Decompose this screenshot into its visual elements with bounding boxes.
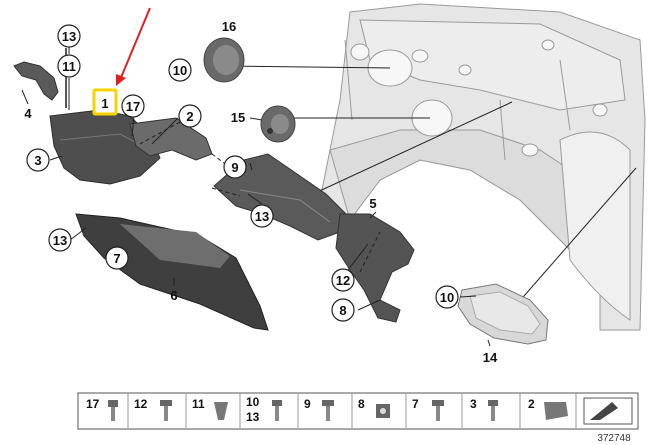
hardware-legend xyxy=(77,392,639,430)
red-arrowhead xyxy=(116,74,126,86)
leader-lines xyxy=(226,65,637,313)
svg-text:1: 1 xyxy=(101,96,108,111)
part-16-grommet xyxy=(203,37,245,83)
svg-text:8: 8 xyxy=(358,397,365,411)
legend-item-12[interactable]: 12 xyxy=(134,397,172,421)
svg-text:3: 3 xyxy=(470,397,477,411)
callout-9[interactable]: 9 xyxy=(223,155,247,179)
svg-text:7: 7 xyxy=(113,251,120,266)
body-structure xyxy=(319,3,646,331)
legend-item-8[interactable]: 8 xyxy=(358,397,390,418)
callout-10-bottom[interactable]: 10 xyxy=(435,285,459,309)
callout-17[interactable]: 17 xyxy=(121,94,145,118)
callout-2[interactable]: 2 xyxy=(178,104,202,128)
callout-13-mid[interactable]: 13 xyxy=(250,204,274,228)
part-14-cover xyxy=(457,283,549,345)
legend-item-10-13[interactable]: 10 13 xyxy=(246,395,282,424)
svg-text:12: 12 xyxy=(336,273,350,288)
label-6: 6 xyxy=(170,288,177,303)
svg-text:13: 13 xyxy=(53,233,67,248)
callout-3[interactable]: 3 xyxy=(26,148,50,172)
svg-text:4: 4 xyxy=(24,106,32,121)
svg-text:12: 12 xyxy=(134,397,148,411)
callout-7[interactable]: 7 xyxy=(105,246,129,270)
part-4-bracket xyxy=(13,48,67,108)
callout-12[interactable]: 12 xyxy=(331,268,355,292)
callout-11-top[interactable]: 11 xyxy=(57,54,81,78)
svg-text:5: 5 xyxy=(369,196,376,211)
label-5: 5 xyxy=(369,196,376,211)
legend-item-7[interactable]: 7 xyxy=(412,397,444,421)
red-arrow xyxy=(119,7,151,81)
label-4: 4 xyxy=(24,106,32,121)
svg-text:17: 17 xyxy=(126,99,140,114)
legend-item-3[interactable]: 3 xyxy=(470,397,498,421)
svg-text:11: 11 xyxy=(192,397,205,411)
label-15: 15 xyxy=(231,110,263,125)
svg-text:17: 17 xyxy=(86,397,100,411)
svg-text:13: 13 xyxy=(62,29,76,44)
label-14: 14 xyxy=(483,350,498,365)
svg-text:15: 15 xyxy=(231,110,245,125)
svg-text:9: 9 xyxy=(231,160,238,175)
svg-text:13: 13 xyxy=(255,209,269,224)
legend-item-2[interactable]: 2 xyxy=(528,397,568,420)
svg-text:2: 2 xyxy=(528,397,535,411)
callout-8[interactable]: 8 xyxy=(331,298,355,322)
callout-1-highlighted[interactable]: 1 xyxy=(92,88,118,116)
part-leaders xyxy=(21,46,491,347)
label-16: 16 xyxy=(222,19,236,34)
callout-10-top[interactable]: 10 xyxy=(168,58,192,82)
svg-text:8: 8 xyxy=(339,303,346,318)
part-15-grommet xyxy=(260,105,296,143)
svg-text:16: 16 xyxy=(222,19,236,34)
svg-text:10: 10 xyxy=(246,395,260,409)
diagram-code: 372748 xyxy=(597,433,631,444)
svg-text:9: 9 xyxy=(304,397,311,411)
callout-13-left[interactable]: 13 xyxy=(48,228,72,252)
legend-item-17[interactable]: 17 xyxy=(86,397,118,421)
svg-text:10: 10 xyxy=(173,63,187,78)
callout-13-top[interactable]: 13 xyxy=(57,24,81,48)
part-6-panel xyxy=(75,213,269,331)
legend-sheet-icon xyxy=(583,397,633,425)
svg-text:3: 3 xyxy=(34,153,41,168)
svg-text:10: 10 xyxy=(440,290,454,305)
svg-text:14: 14 xyxy=(483,350,498,365)
svg-text:2: 2 xyxy=(186,109,193,124)
svg-text:6: 6 xyxy=(170,288,177,303)
svg-text:13: 13 xyxy=(246,410,260,424)
legend-item-9[interactable]: 9 xyxy=(304,397,334,421)
svg-text:7: 7 xyxy=(412,397,419,411)
legend-item-11[interactable]: 11 xyxy=(192,397,228,420)
svg-text:11: 11 xyxy=(62,59,76,74)
